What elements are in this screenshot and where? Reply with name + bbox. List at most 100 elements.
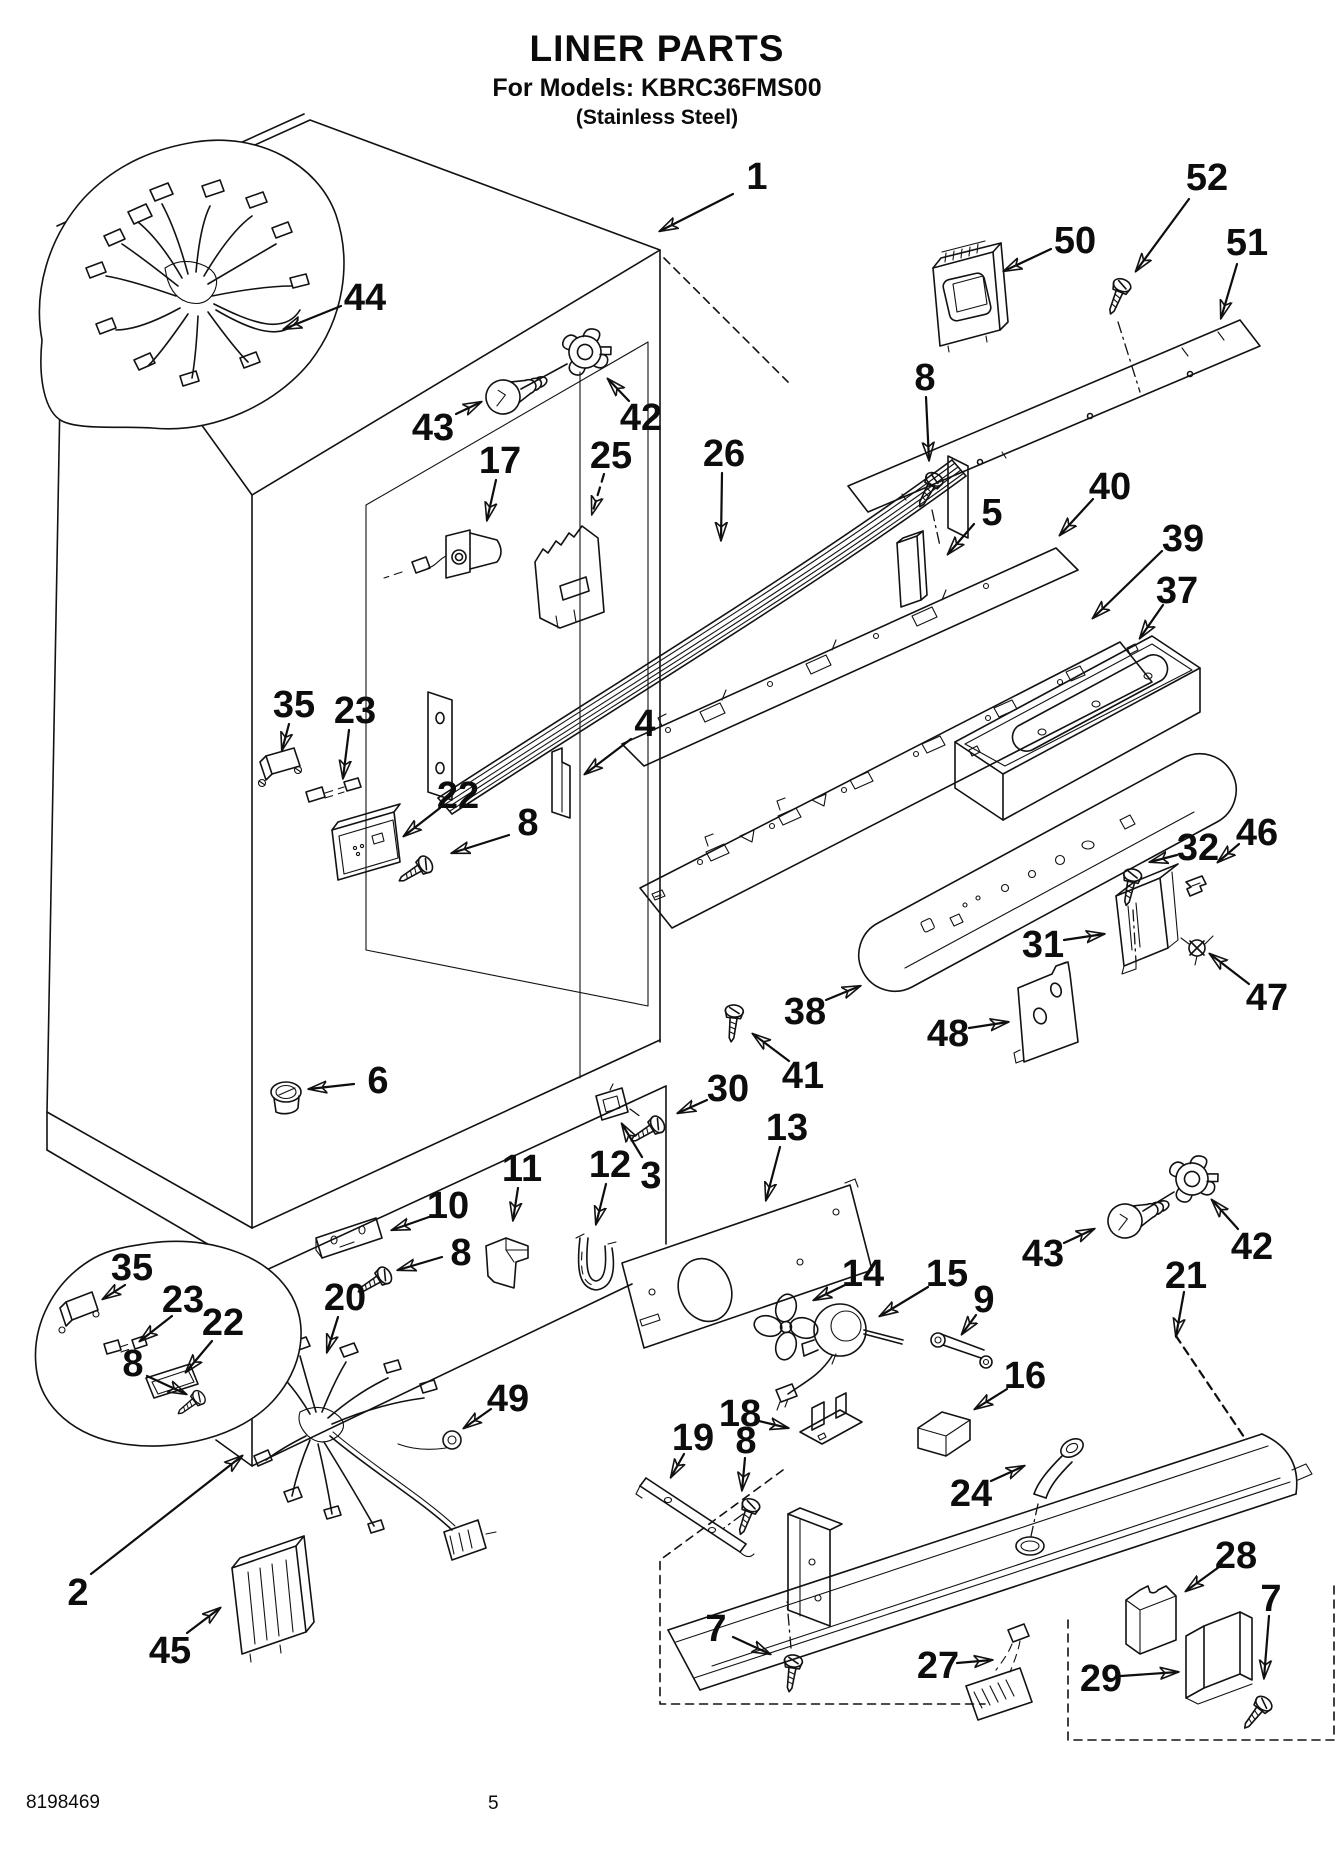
callout-arrow-49 xyxy=(464,1407,493,1428)
callout-label-13: 13 xyxy=(766,1107,808,1149)
callout-label-50: 50 xyxy=(1054,220,1096,262)
callout-arrow-21 xyxy=(1176,1290,1184,1336)
callout-arrow-23 xyxy=(140,1314,174,1341)
screw-52-alignment xyxy=(1117,321,1141,393)
callout-48-46: 48 xyxy=(927,1013,1008,1055)
callout-24-40: 24 xyxy=(950,1466,1024,1515)
housing-37 xyxy=(954,635,1201,821)
callout-arrow-17 xyxy=(487,478,496,520)
callout-arrow-1 xyxy=(660,192,735,231)
callout-43-33: 43 xyxy=(1022,1229,1094,1275)
callout-arrow-42 xyxy=(608,379,631,403)
bracket-10 xyxy=(315,1217,383,1259)
callout-29-43: 29 xyxy=(1080,1658,1178,1700)
callout-label-37: 37 xyxy=(1156,570,1198,612)
callout-42-34: 42 xyxy=(1212,1200,1273,1268)
callout-2-51: 2 xyxy=(67,1456,242,1614)
callout-43-6: 43 xyxy=(412,402,481,449)
callout-label-22: 22 xyxy=(437,775,479,817)
fan-blade-14 xyxy=(753,1293,819,1361)
hook-12 xyxy=(575,1233,617,1291)
callout-label-31: 31 xyxy=(1022,924,1064,966)
callout-arrow-6 xyxy=(309,1084,356,1089)
callout-51-4: 51 xyxy=(1221,222,1268,318)
callout-label-43: 43 xyxy=(1022,1233,1064,1275)
callout-arrow-32 xyxy=(1150,855,1179,862)
bulb-axis-lower xyxy=(1142,1191,1175,1212)
callout-10-26: 10 xyxy=(392,1185,469,1230)
clip-3 xyxy=(595,1083,642,1121)
block-5 xyxy=(896,530,928,608)
screw-8-alignment xyxy=(931,509,941,547)
callout-47-50: 47 xyxy=(1210,954,1288,1019)
callout-arrow-41 xyxy=(753,1034,791,1063)
fastener-47 xyxy=(1180,935,1214,966)
callout-arrow-35 xyxy=(103,1285,127,1299)
callout-label-46: 46 xyxy=(1236,812,1278,854)
dashed-leaders xyxy=(659,1469,1335,1741)
callout-label-47: 47 xyxy=(1246,977,1288,1019)
callout-label-16: 16 xyxy=(1004,1355,1046,1397)
callout-label-32: 32 xyxy=(1177,827,1219,869)
callout-arrow-43 xyxy=(1062,1229,1094,1245)
callout-arrow-51 xyxy=(1221,262,1239,318)
callout-4-19: 4 xyxy=(585,703,656,774)
callout-arrow-18 xyxy=(757,1421,788,1428)
screw-8-rail xyxy=(731,1495,763,1539)
link-9 xyxy=(930,1332,993,1369)
callout-label-49: 49 xyxy=(487,1378,529,1420)
callout-label-18: 18 xyxy=(719,1393,761,1435)
callout-18-37: 18 xyxy=(719,1393,788,1435)
callout-19-38: 19 xyxy=(671,1417,714,1477)
callout-arrow-46 xyxy=(1218,842,1241,862)
callout-40-12: 40 xyxy=(1060,466,1131,535)
callout-label-48: 48 xyxy=(927,1013,969,1055)
callout-38-23: 38 xyxy=(784,986,860,1033)
callout-arrow-11 xyxy=(513,1186,518,1220)
callout-label-23: 23 xyxy=(162,1279,204,1321)
rail-19 xyxy=(635,1477,755,1558)
control-box-50 xyxy=(932,240,1009,353)
bracket-29 xyxy=(1185,1611,1253,1705)
callout-label-8: 8 xyxy=(517,802,538,844)
callout-label-38: 38 xyxy=(784,991,826,1033)
callout-6-20: 6 xyxy=(309,1060,389,1102)
callout-label-8: 8 xyxy=(122,1343,143,1385)
callout-label-27: 27 xyxy=(917,1645,959,1687)
callout-arrow-39 xyxy=(1093,549,1164,618)
callout-17-8: 17 xyxy=(479,440,521,520)
callout-37-14: 37 xyxy=(1140,570,1198,638)
screw-41 xyxy=(721,1003,745,1044)
callout-label-2: 2 xyxy=(67,1572,88,1614)
block-28 xyxy=(1125,1585,1177,1655)
screw-52 xyxy=(1101,275,1134,319)
callout-14-30: 14 xyxy=(814,1253,884,1300)
callout-label-15: 15 xyxy=(926,1253,968,1295)
wire-harness-20 xyxy=(253,1336,497,1561)
callout-arrow-25 xyxy=(592,472,606,514)
models-line: For Models: KBRC36FMS00 xyxy=(492,73,822,102)
callout-26-10: 26 xyxy=(703,433,745,540)
bulb-socket-lower xyxy=(1163,1148,1225,1208)
callout-label-4: 4 xyxy=(634,703,655,745)
callout-8-58: 8 xyxy=(122,1343,186,1394)
callout-label-44: 44 xyxy=(344,277,386,319)
callout-arrow-40 xyxy=(1060,497,1095,535)
callout-arrow-45 xyxy=(185,1608,220,1635)
callout-12-29: 12 xyxy=(589,1144,631,1224)
document-number: 8198469 xyxy=(26,1792,100,1813)
callout-label-35: 35 xyxy=(273,684,315,726)
callout-arrow-14 xyxy=(814,1283,847,1300)
callout-label-42: 42 xyxy=(620,397,662,439)
callout-9-32: 9 xyxy=(962,1279,995,1334)
grommet-49 xyxy=(397,1430,462,1450)
callout-arrow-15 xyxy=(880,1285,930,1316)
callout-label-23: 23 xyxy=(334,690,376,732)
callout-arrow-22 xyxy=(186,1339,214,1372)
callout-arrow-31 xyxy=(1062,934,1104,940)
callout-52-2: 52 xyxy=(1136,157,1228,271)
wires-27 xyxy=(965,1623,1033,1721)
callout-arrow-50 xyxy=(1004,247,1053,271)
